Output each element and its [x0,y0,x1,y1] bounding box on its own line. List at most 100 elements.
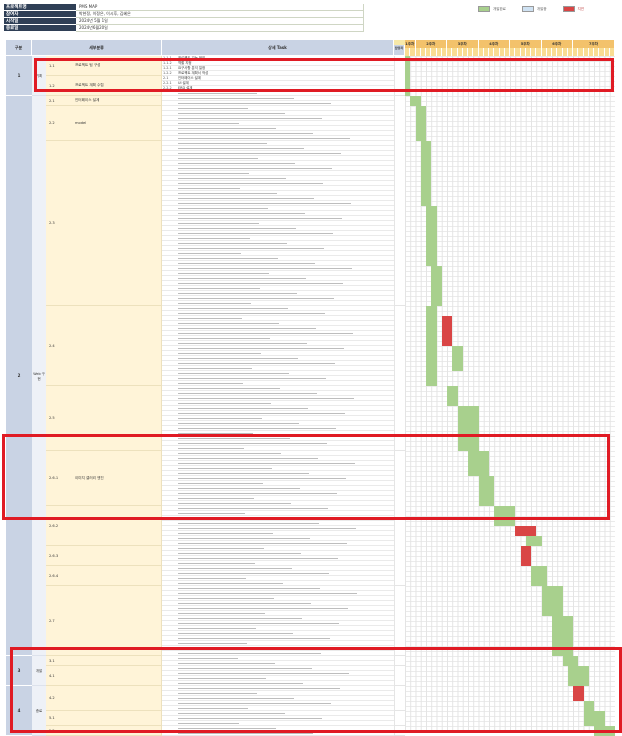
task-row [162,436,394,441]
task-row [162,196,394,201]
bar-done [525,536,542,546]
task-row [162,331,394,336]
task-id [162,571,178,575]
task-id [162,151,178,155]
bar-done [405,56,411,76]
task-text [178,706,394,710]
task-id [162,196,178,200]
sub-id: 2.6.2 [49,523,59,528]
task-row [162,561,394,566]
day-cell [552,48,558,56]
task-row [162,246,394,251]
task-text [178,456,394,460]
task-id [162,306,178,310]
day-cell [473,48,479,56]
day-cell [599,48,605,56]
task-id [162,141,178,145]
task-text [178,471,394,475]
task-row [162,501,394,506]
task-id [162,136,178,140]
sub-name: 프로젝트 팀 구성 [75,63,101,67]
task-text [178,361,394,365]
task-row [162,421,394,426]
task-row [162,231,394,236]
task-row [162,566,394,571]
task-text [178,111,394,115]
frame-closing [10,647,622,733]
task-id [162,536,178,540]
legend-swatch [478,6,490,12]
task-text [178,271,394,275]
task-row [162,521,394,526]
task-id [162,266,178,270]
task-text [178,596,394,600]
sub-id: 1.2 [49,83,55,88]
task-id [162,521,178,525]
task-id [162,166,178,170]
task-id [162,641,178,645]
task-text [178,261,394,265]
sub-id: 2.5 [49,416,55,420]
task-row [162,291,394,296]
task-id [162,416,178,420]
task-text [178,551,394,555]
task-row [162,551,394,556]
task-id [162,321,178,325]
task-row [162,691,394,696]
sub-id: 1.1 [49,63,55,68]
sub-category: 4.2 [46,686,162,711]
task-id [162,191,178,195]
task-text [178,536,394,540]
task-row [162,316,394,321]
day-cell [483,48,489,56]
day-cell [504,48,510,56]
day-cell [562,48,568,56]
task-text [178,626,394,630]
task-text [178,686,394,690]
day-cell [420,48,426,56]
task-row [162,376,394,381]
task-row [162,141,394,146]
bar-delayed [441,316,453,346]
task-row [162,676,394,681]
task-row [162,716,394,721]
task-id [162,356,178,360]
day-cell [557,48,563,56]
week-label: 4주차 [478,40,510,48]
task-text [178,246,394,250]
day-cell [447,48,453,56]
task-text [178,101,394,105]
task-row [162,281,394,286]
sub-category: 4.1 [46,666,162,686]
task-text [178,421,394,425]
task-id [162,246,178,250]
task-text [178,276,394,280]
task-row [162,586,394,591]
task-text [178,371,394,375]
task-id [162,121,178,125]
week-label: 1주차 [405,40,416,48]
task-id [162,331,178,335]
bar-done [420,141,432,206]
task-text [178,541,394,545]
task-text [178,256,394,260]
task-text [178,161,394,165]
task-text [178,381,394,385]
day-cell [426,48,432,56]
task-row [162,151,394,156]
sub-category: 5.1 [46,711,162,726]
task-row [162,216,394,221]
task-text [178,621,394,625]
legend-label: 지연 [577,6,585,11]
task-text [178,216,394,220]
header-num: 구분 [6,40,32,56]
sub-name: 이미지 갤러리 엔진 [75,475,104,480]
task-row [162,456,394,461]
task-id [162,156,178,160]
